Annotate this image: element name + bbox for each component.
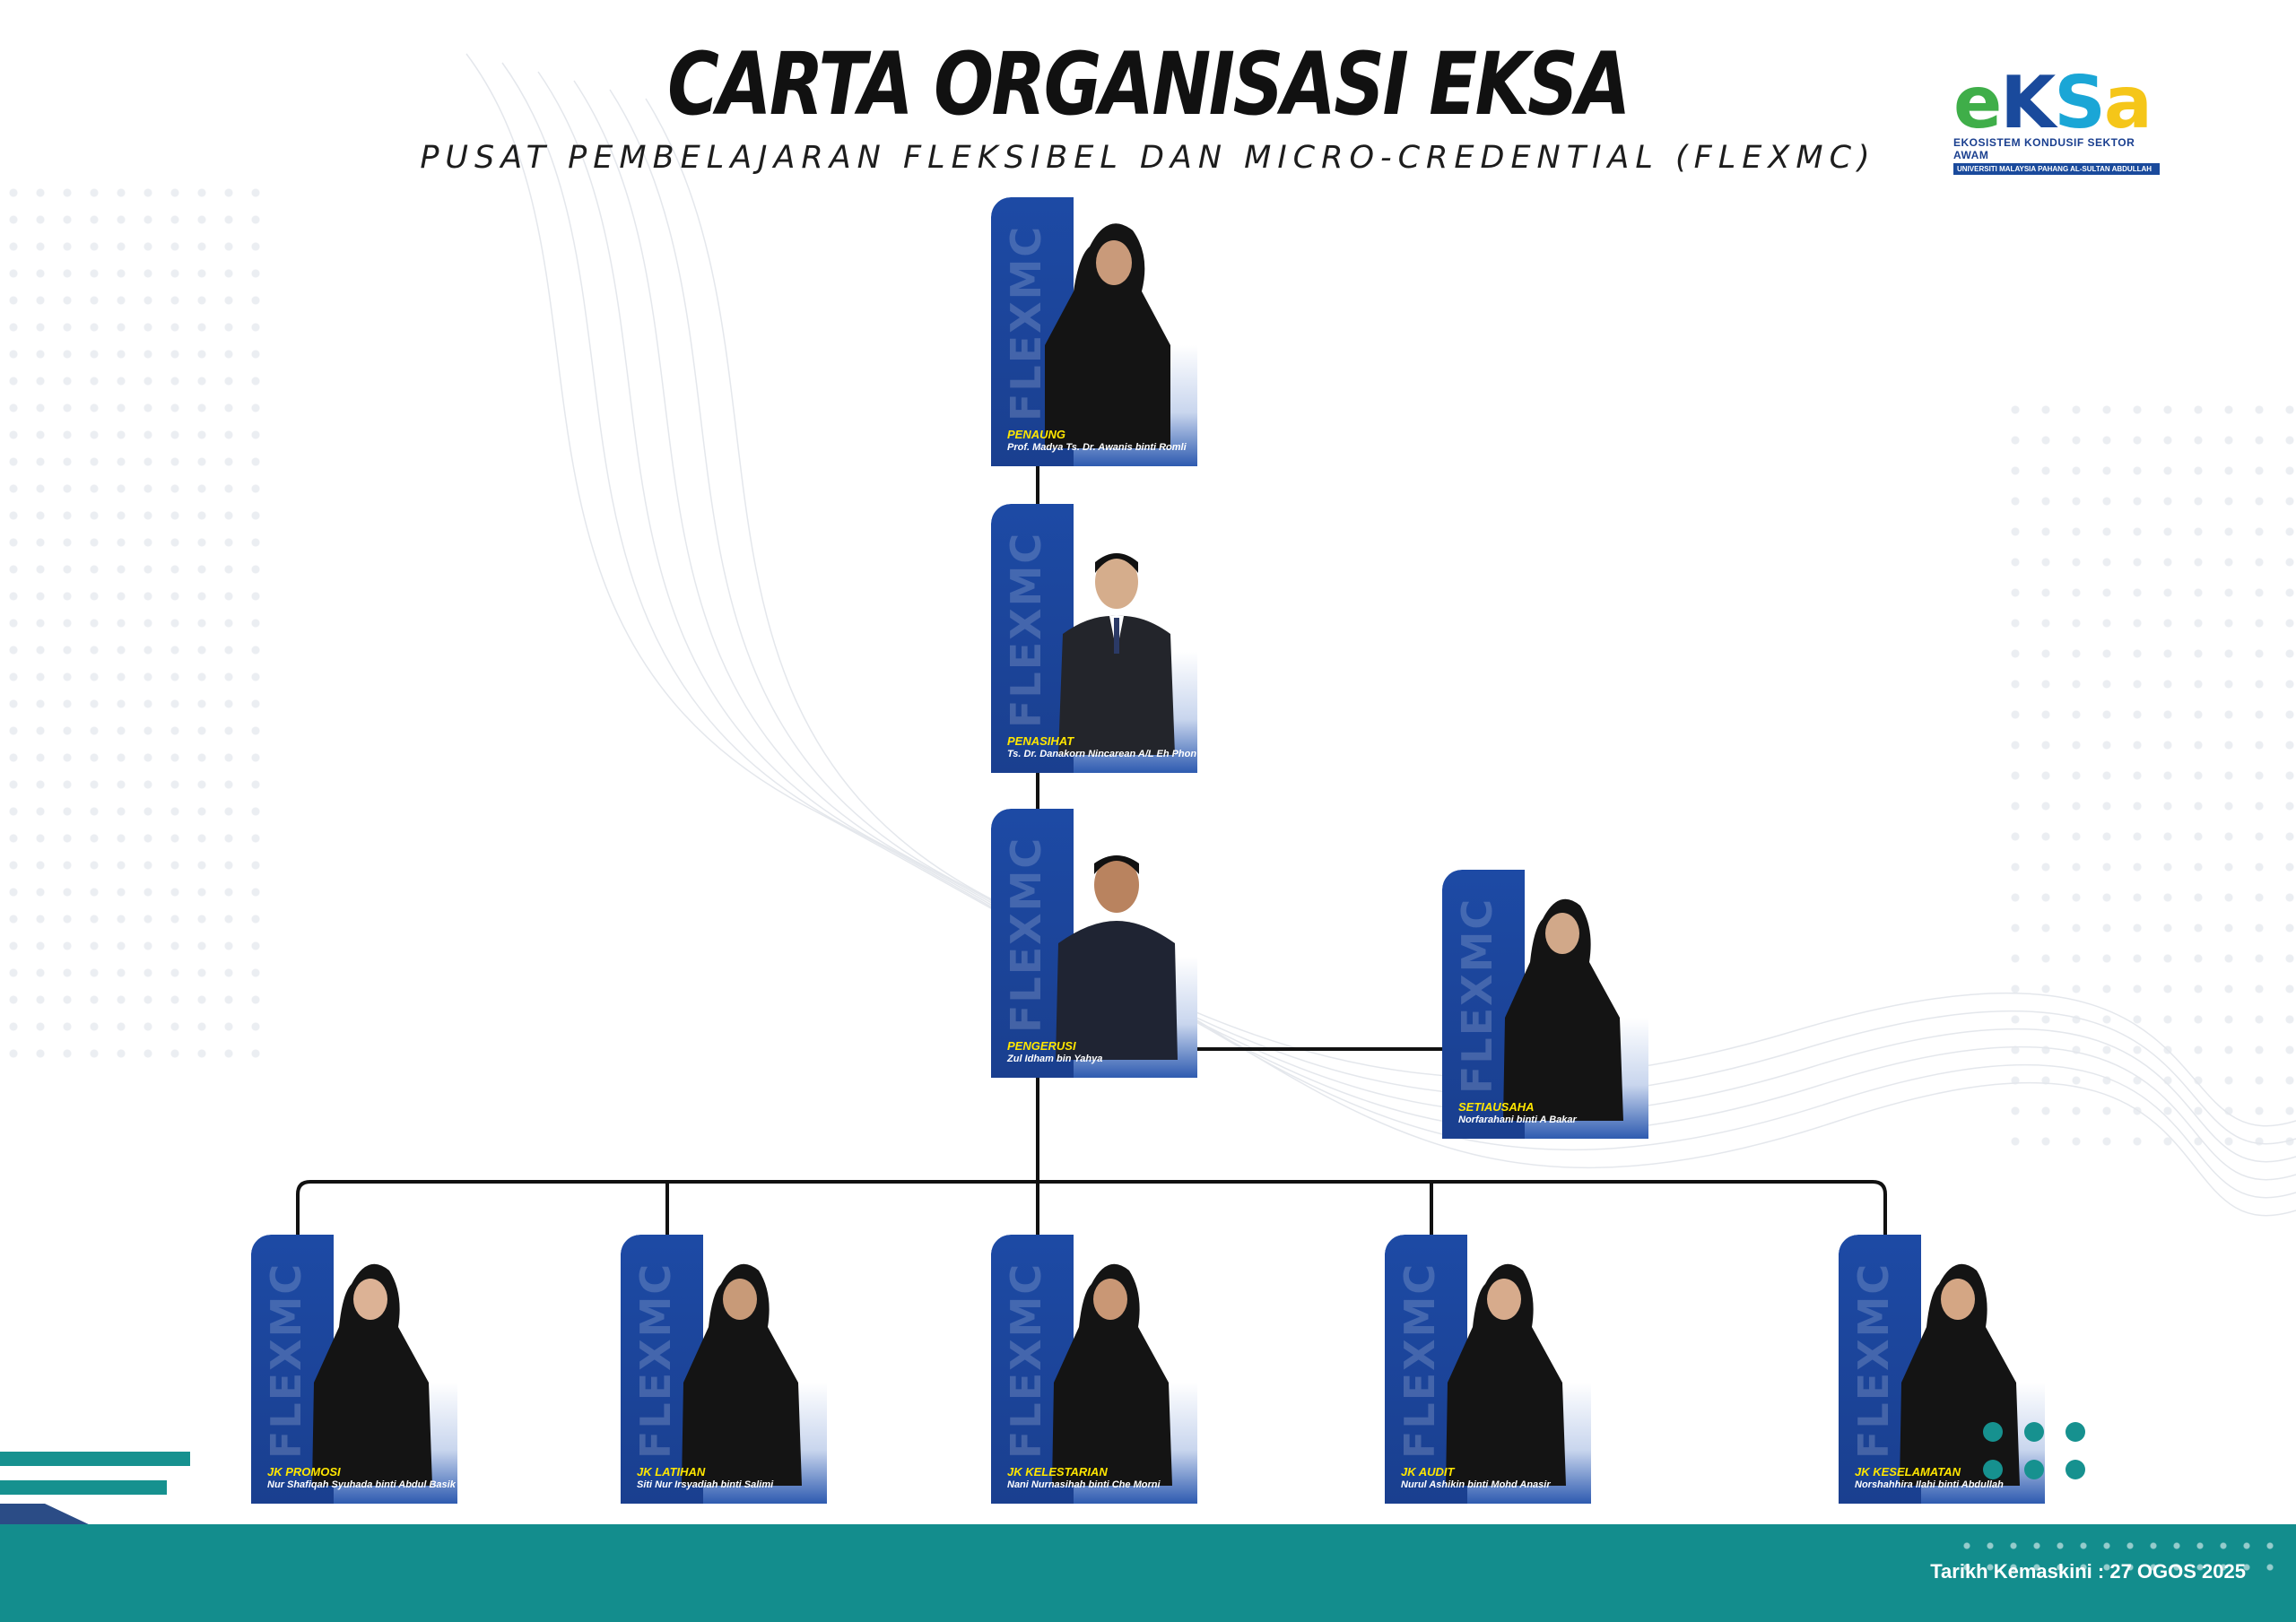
person-photo (682, 1263, 802, 1486)
logo-university: UNIVERSITI MALAYSIA PAHANG AL-SULTAN ABD… (1953, 163, 2160, 175)
background-dots-left (0, 179, 269, 1076)
role-label: PENASIHAT (1007, 734, 1074, 749)
page-title: CARTA ORGANISASI EKSA (667, 34, 1631, 134)
member-name: Zul Idham bin Yahya (1007, 1054, 1103, 1065)
logo-wordmark: eKSa (1953, 61, 2152, 144)
role-label: JK PROMOSI (267, 1465, 341, 1479)
member-name: Norshahhira Ilahi binti Abdullah (1855, 1479, 2004, 1491)
role-label: SETIAUSAHA (1458, 1100, 1535, 1115)
role-label: PENGERUSI (1007, 1039, 1076, 1054)
member-name: Nani Nurnasihah binti Che Morni (1007, 1479, 1161, 1491)
person-photo (1446, 1263, 1566, 1486)
member-name: Nur Shafiqah Syuhada binti Abdul Basik (267, 1479, 456, 1491)
footer-dots (1955, 1535, 2278, 1580)
footer-bar (0, 1524, 2296, 1622)
member-name: Norfarahani binti A Bakar (1458, 1115, 1577, 1126)
person-photo (1503, 898, 1623, 1121)
last-updated-date: Tarikh Kemaskini : 27 OGOS 2025 (1930, 1560, 2246, 1583)
page-subtitle: PUSAT PEMBELAJARAN FLEKSIBEL DAN MICRO-C… (420, 140, 1876, 176)
role-label: JK AUDIT (1401, 1465, 1455, 1479)
person-photo (1056, 855, 1178, 1060)
logo-tagline: EKOSISTEM KONDUSIF SEKTOR AWAM (1953, 136, 2135, 161)
role-label: PENAUNG (1007, 428, 1066, 442)
person-photo (1045, 223, 1170, 448)
role-label: JK KELESTARIAN (1007, 1465, 1108, 1479)
connector-committee-bus (296, 1180, 1887, 1235)
member-name: Siti Nur Irsyadiah binti Salimi (637, 1479, 774, 1491)
decorative-teal-lines (0, 1452, 190, 1533)
member-name: Nurul Ashikin binti Mohd Anasir (1401, 1479, 1551, 1491)
member-name: Prof. Madya Ts. Dr. Awanis binti Romli (1007, 442, 1187, 454)
eksa-logo: eKSa EKOSISTEM KONDUSIF SEKTOR AWAM UNIV… (1953, 61, 2160, 175)
person-photo (1058, 553, 1175, 755)
person-photo (1052, 1263, 1172, 1486)
person-photo (312, 1263, 432, 1486)
role-label: JK KESELAMATAN (1855, 1465, 1961, 1479)
decorative-dots (1983, 1422, 2085, 1479)
role-label: JK LATIHAN (637, 1465, 706, 1479)
member-name: Ts. Dr. Danakorn Nincarean A/L Eh Phon (1007, 749, 1197, 760)
